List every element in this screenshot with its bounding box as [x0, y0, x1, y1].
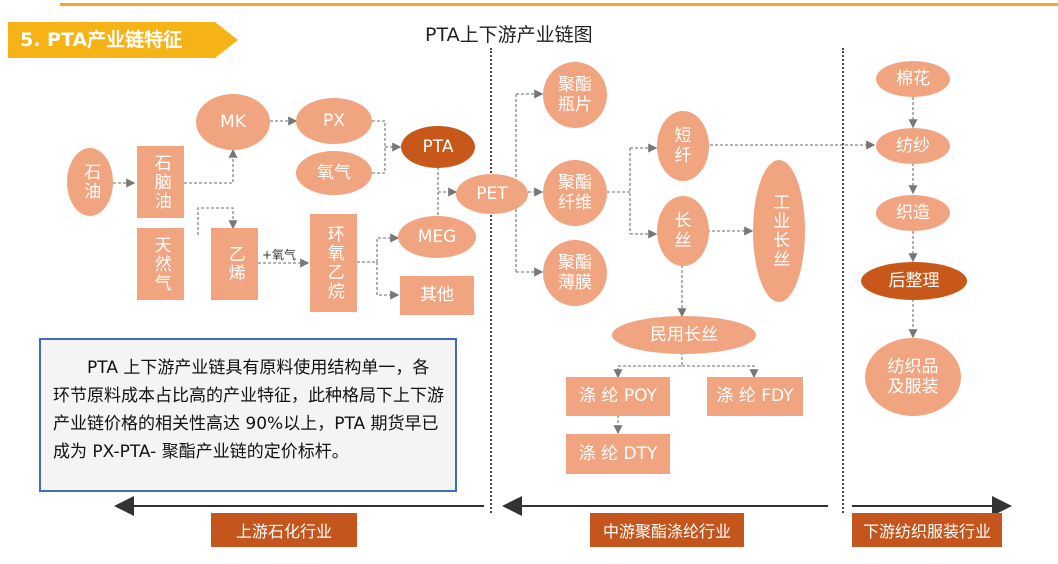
node-poy: 涤 纶 POY [566, 377, 670, 416]
node-bottle-chip: 聚酯 瓶片 [543, 62, 607, 128]
node-polyester-fiber: 聚酯 纤维 [543, 160, 607, 226]
node-spinning: 纺纱 [876, 128, 950, 164]
node-polyester-film: 聚酯 薄膜 [543, 240, 607, 306]
stage-midstream: 中游聚酯涤纶行业 [590, 513, 744, 547]
node-oil: 石油 [67, 148, 113, 216]
node-naphtha: 石脑油 [137, 146, 184, 218]
node-ethylene: 乙烯 [211, 228, 258, 300]
node-mk: MK [196, 94, 270, 150]
label-plus-oxygen: +氧气 [262, 248, 297, 262]
node-dty: 涤 纶 DTY [566, 434, 670, 474]
node-px: PX [296, 98, 372, 144]
node-pet: PET [456, 174, 528, 214]
node-cotton: 棉花 [876, 61, 950, 97]
node-industrial-filament: 工业长丝 [753, 160, 805, 302]
node-pta: PTA [401, 126, 475, 168]
node-other: 其他 [400, 276, 474, 315]
divider-upstream-midstream [490, 48, 492, 513]
description-box: PTA 上下游产业链具有原料使用结构单一，各环节原料成本占比高的产业特征，此种格… [39, 338, 457, 492]
node-finishing: 后整理 [861, 262, 967, 300]
node-natural-gas: 天然气 [137, 228, 184, 300]
node-civil-filament: 民用长丝 [612, 316, 756, 354]
node-short-fiber: 短 纤 [657, 111, 709, 181]
node-weaving: 织造 [876, 195, 950, 231]
node-ethylene-oxide: 环氧乙烷 [310, 214, 357, 312]
stage-upstream: 上游石化行业 [211, 513, 357, 547]
node-textiles-apparel: 纺织品 及服装 [865, 338, 961, 416]
node-meg: MEG [398, 216, 476, 258]
node-filament: 长 丝 [657, 196, 709, 266]
diagram-title: PTA上下游产业链图 [425, 24, 593, 46]
node-oxygen: 氧气 [296, 151, 372, 195]
top-accent-bar [60, 3, 1058, 6]
divider-midstream-downstream [842, 48, 844, 513]
stage-downstream: 下游纺织服装行业 [852, 513, 1002, 547]
section-tag: 5. PTA产业链特征 [8, 22, 238, 58]
node-fdy: 涤 纶 FDY [707, 377, 803, 416]
